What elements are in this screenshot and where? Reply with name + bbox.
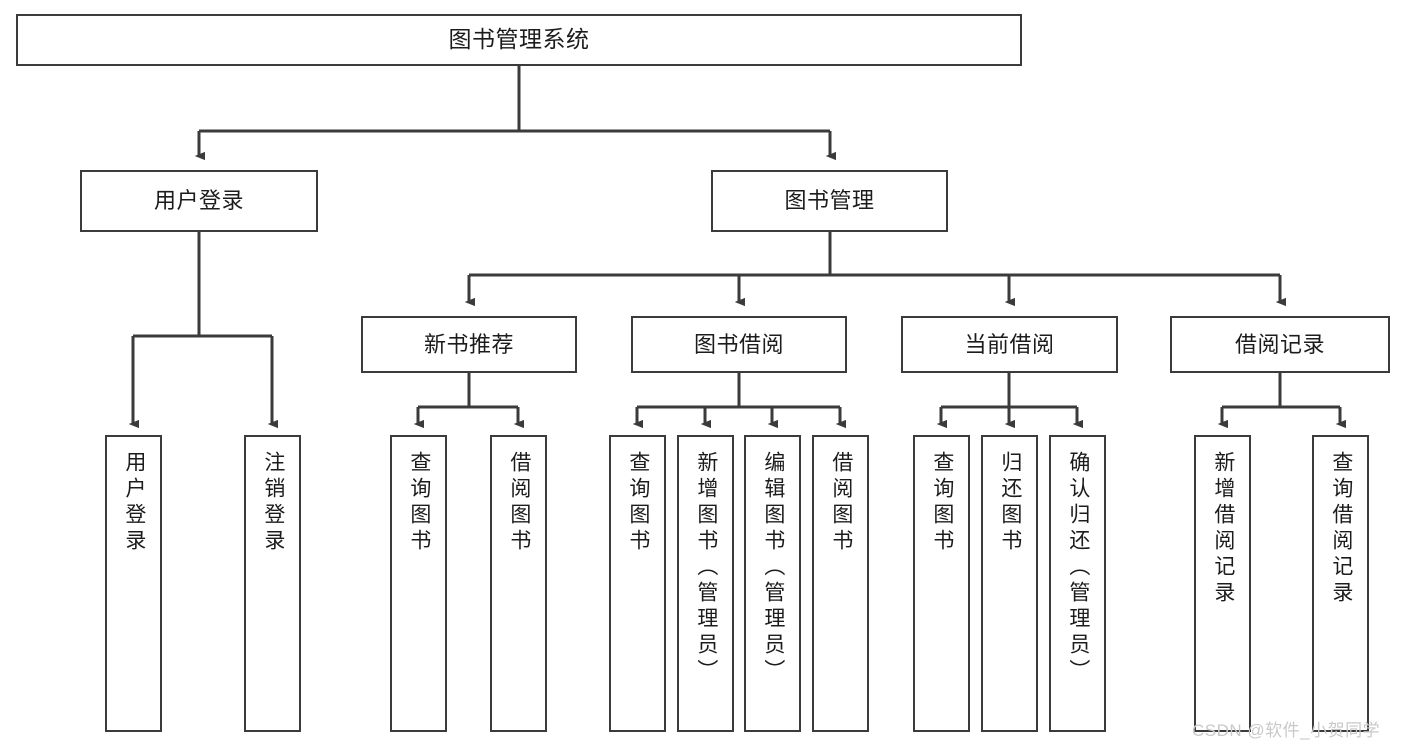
node-label: 查询图书 [407, 451, 431, 555]
leaf-book-borrow-query[interactable]: 查询图书 [609, 435, 666, 732]
node-label: 借阅记录 [1234, 331, 1325, 357]
node-book-management[interactable]: 图书管理 [711, 170, 948, 232]
node-label: 查询图书 [626, 451, 650, 555]
node-label: 用户登录 [153, 188, 244, 214]
node-label: 借阅图书 [829, 451, 853, 555]
node-label: 查询图书 [930, 451, 954, 555]
node-label: 图书借阅 [693, 331, 784, 357]
node-current-borrow[interactable]: 当前借阅 [901, 316, 1118, 373]
leaf-borrow-record-query[interactable]: 查询借阅记录 [1312, 435, 1369, 732]
leaf-new-book-query[interactable]: 查询图书 [390, 435, 447, 732]
node-label: 查询借阅记录 [1329, 451, 1353, 607]
node-label: 确认归还（管理员） [1066, 451, 1090, 685]
node-label: 用户登录 [122, 451, 146, 555]
leaf-book-borrow-borrow[interactable]: 借阅图书 [812, 435, 869, 732]
node-label: 新增借阅记录 [1211, 451, 1235, 607]
node-root-system[interactable]: 图书管理系统 [16, 14, 1022, 66]
node-label: 编辑图书（管理员） [761, 451, 785, 685]
node-label: 归还图书 [998, 451, 1022, 555]
leaf-current-borrow-return[interactable]: 归还图书 [981, 435, 1038, 732]
node-label: 新书推荐 [423, 331, 514, 357]
node-label: 图书管理系统 [448, 26, 590, 53]
leaf-current-borrow-query[interactable]: 查询图书 [913, 435, 970, 732]
node-label: 注销登录 [261, 451, 285, 555]
node-user-login[interactable]: 用户登录 [80, 170, 318, 232]
node-borrow-record[interactable]: 借阅记录 [1170, 316, 1390, 373]
leaf-current-borrow-confirm-return[interactable]: 确认归还（管理员） [1049, 435, 1106, 732]
leaf-book-borrow-add[interactable]: 新增图书（管理员） [677, 435, 734, 732]
leaf-user-login-login[interactable]: 用户登录 [105, 435, 162, 732]
leaf-book-borrow-edit[interactable]: 编辑图书（管理员） [744, 435, 801, 732]
leaf-user-login-logout[interactable]: 注销登录 [244, 435, 301, 732]
node-label: 图书管理 [784, 188, 875, 214]
leaf-borrow-record-add[interactable]: 新增借阅记录 [1194, 435, 1251, 732]
node-label: 新增图书（管理员） [694, 451, 718, 685]
node-label: 当前借阅 [964, 331, 1055, 357]
watermark-text: CSDN @软件_小贺同学 [1192, 721, 1381, 740]
leaf-new-book-borrow[interactable]: 借阅图书 [490, 435, 547, 732]
node-new-book-recommend[interactable]: 新书推荐 [361, 316, 577, 373]
node-book-borrow[interactable]: 图书借阅 [631, 316, 847, 373]
node-label: 借阅图书 [507, 451, 531, 555]
